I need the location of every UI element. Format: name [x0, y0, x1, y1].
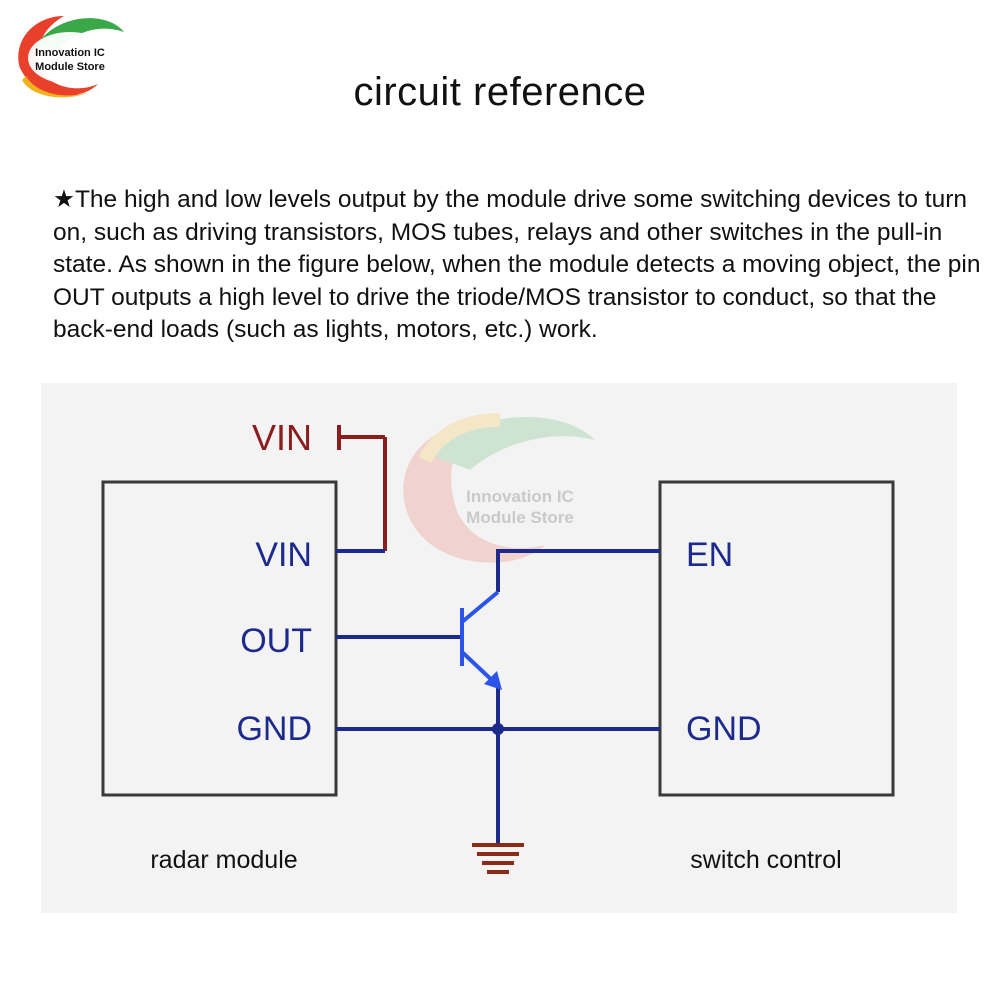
junction-dot — [492, 723, 504, 735]
supply-label: VIN — [252, 417, 312, 458]
description-text: The high and low levels output by the mo… — [53, 186, 981, 343]
supply-symbol — [337, 425, 387, 551]
en-wire — [496, 549, 660, 592]
ground-icon — [472, 843, 524, 874]
radar-pin-gnd: GND — [236, 710, 312, 748]
logo-text-line1: Innovation IC — [35, 47, 105, 59]
logo-swirl-icon — [18, 16, 98, 96]
radar-module-caption: radar module — [150, 846, 297, 874]
logo-text-line2: Module Store — [35, 61, 105, 73]
watermark-logo: Innovation IC Module Store — [403, 413, 595, 563]
watermark-text-line1: Innovation IC — [466, 487, 574, 506]
description-paragraph: ★The high and low levels output by the m… — [53, 184, 983, 347]
page-title: circuit reference — [353, 70, 647, 114]
star-icon: ★ — [53, 186, 75, 213]
brand-logo: Innovation IC Module Store — [18, 16, 124, 98]
switch-pin-en: EN — [686, 536, 733, 574]
switch-pin-gnd: GND — [686, 710, 762, 748]
watermark-text-line2: Module Store — [466, 508, 574, 527]
switch-control-box — [658, 480, 895, 797]
switch-control-caption: switch control — [690, 846, 841, 874]
watermark-swirl-icon — [403, 420, 545, 563]
radar-pin-out: OUT — [240, 622, 312, 660]
npn-transistor — [460, 590, 500, 685]
emitter-arrow-icon — [484, 671, 502, 690]
radar-pin-vin: VIN — [255, 536, 312, 574]
